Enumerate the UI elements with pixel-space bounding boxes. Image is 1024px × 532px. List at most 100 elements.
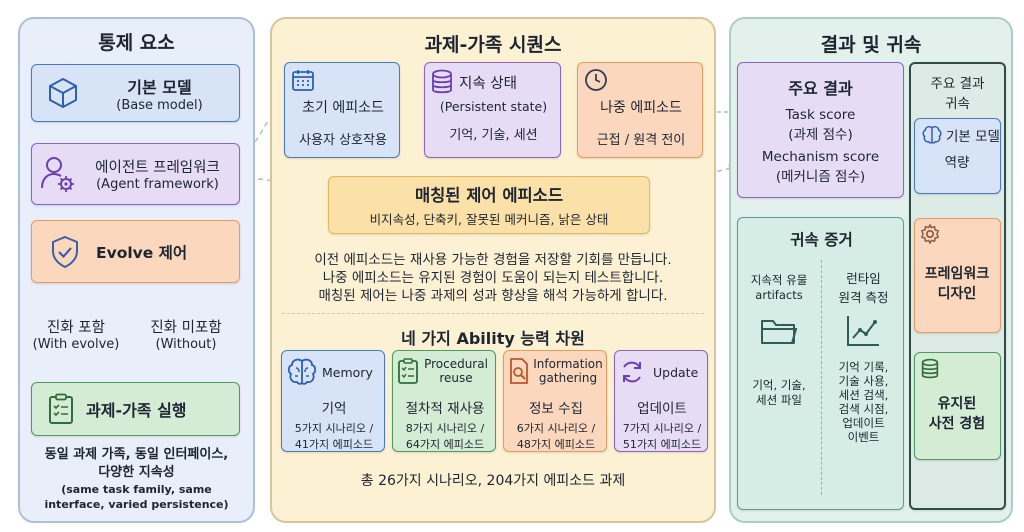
- attribution-framework-line-1: 프레임워크: [924, 266, 990, 282]
- base-model-box: 기본 모델 (Base model): [31, 64, 240, 122]
- main-results-title: 주요 결과: [788, 79, 853, 98]
- telemetry-item-6: 이벤트: [847, 430, 880, 444]
- caption-line-4: interface, varied persistence): [44, 498, 229, 511]
- ability-count-2-update: 51가지 에피소드: [622, 438, 702, 451]
- ability-ko-memory: 기억: [321, 401, 347, 417]
- abilities-title: 네 가지 Ability 능력 차원: [401, 329, 585, 348]
- clock-icon: [585, 69, 607, 91]
- ability-count-1-update: 7가지 시나리오 /: [622, 422, 702, 435]
- persistent-state-label: 지속 상태: [459, 75, 517, 92]
- cube-icon: [49, 78, 77, 108]
- total-tasks: 총 26가지 시나리오, 204가지 에피소드 과제: [360, 473, 626, 489]
- persistent-state-en: (Persistent state): [439, 99, 548, 114]
- with-evolve-sub: (With evolve): [32, 337, 120, 352]
- attribution-retained-line-2: 사전 경험: [928, 416, 986, 432]
- matched-control-box: 매칭된 제어 에피소드 비지속성, 단축키, 잘못된 메커니즘, 낡은 상태: [328, 176, 650, 234]
- brain-icon: [922, 126, 942, 144]
- ability-count-1-memory: 5가지 시나리오 /: [294, 422, 374, 435]
- results-title: 결과 및 귀속: [820, 34, 922, 56]
- later-episode-sub: 근접 / 원격 전이: [596, 133, 686, 148]
- ability-count-1-procedural: 8가지 시나리오 /: [405, 422, 485, 435]
- evolve-control-label: Evolve 제어: [96, 243, 188, 262]
- evidence-artifacts-foot-1: 기억, 기술,: [752, 378, 806, 392]
- agent-framework-label: 에이전트 프레임워크: [95, 160, 220, 176]
- description-line-1: 이전 에피소드는 재사용 가능한 경험을 저장할 기회를 만듭니다.: [314, 252, 672, 268]
- section-divider: [282, 313, 704, 314]
- mechanism-score-ko: (메커니즘 점수): [775, 169, 866, 185]
- attribution-base-line-2: 역량: [944, 155, 970, 171]
- ability-card-procedural: Procedural reuse 절차적 재사용 8가지 시나리오 / 64가지…: [392, 350, 496, 452]
- calendar-icon: [292, 70, 314, 91]
- sequence-description: 이전 에피소드는 재사용 가능한 경험을 저장할 기회를 만듭니다. 나중 에피…: [272, 251, 714, 305]
- checklist-icon: [398, 358, 418, 384]
- ability-en-information: Information gathering: [533, 357, 603, 385]
- ability-en-update: Update: [653, 364, 699, 380]
- ability-count-2-memory: 41가지 에피소드: [294, 438, 374, 451]
- caption-line-3: (same task family, same: [61, 483, 212, 496]
- description-line-3: 매칭된 제어는 나중 과제의 성과 향상을 해석 가능하게 합니다.: [318, 288, 668, 304]
- ability-en-memory: Memory: [322, 364, 373, 380]
- later-episode-box: 나중 에피소드 근접 / 원격 전이: [577, 62, 703, 158]
- ability-count-1-information: 6가지 시나리오 /: [516, 422, 596, 435]
- ability-count-2-procedural: 64가지 에피소드: [405, 438, 485, 451]
- ability-ko-update: 업데이트: [637, 401, 687, 417]
- evidence-title: 귀속 증거: [790, 231, 853, 249]
- with-evolve-label: 진화 포함: [47, 320, 105, 336]
- description-line-2: 나중 에피소드는 유지된 경험이 도움이 되는지 테스트합니다.: [322, 270, 664, 286]
- controls-title: 통제 요소: [98, 32, 175, 54]
- with-evolve-node: 진화 포함 (With evolve): [20, 316, 132, 352]
- telemetry-item-4: 검색 시점,: [838, 402, 889, 416]
- agent-framework-sub: (Agent framework): [96, 177, 219, 192]
- task-score-label: Task score: [785, 107, 856, 123]
- caption-line-1: 동일 과제 가족, 동일 인터페이스,: [44, 447, 229, 462]
- mechanism-score-label: Mechanism score: [761, 149, 880, 165]
- task-family-run-label: 과제-가족 실행: [86, 401, 187, 420]
- initial-episode-box: 초기 에피소드 사용자 상호작용: [284, 62, 400, 158]
- ability-card-memory: Memory 기억 5가지 시나리오 / 41가지 에피소드: [281, 350, 385, 452]
- evidence-telemetry-title-2: 원격 측정: [838, 290, 889, 305]
- without-evolve-node: 진화 미포함 (Without): [124, 316, 248, 352]
- persistent-state-sub: 기억, 기술, 세션: [449, 128, 538, 143]
- attribution-evidence-box: 귀속 증거 지속적 유물 artifacts 기억, 기술, 세션 파일 런타임…: [737, 217, 904, 510]
- initial-episode-label: 초기 에피소드: [302, 100, 384, 116]
- telemetry-item-3: 세션 검색,: [838, 388, 889, 402]
- caption-line-2: 다양한 지속성: [98, 465, 175, 480]
- gear-icon: [921, 224, 939, 244]
- database-icon: [432, 69, 452, 94]
- attribution-base-model: 기본 모델 역량: [914, 118, 1001, 194]
- attribution-retained: 유지된 사전 경험: [914, 352, 1001, 460]
- ability-card-update: Update 업데이트 7가지 시나리오 / 51가지 에피소드: [614, 350, 708, 452]
- attribution-base-line-1: 기본 모델: [946, 129, 1000, 145]
- without-evolve-sub: (Without): [155, 337, 217, 352]
- folder-icon: [761, 320, 798, 344]
- task-score-ko: (과제 점수): [788, 127, 853, 143]
- attribution-title-1: 주요 결과: [930, 76, 985, 92]
- attribution-framework: 프레임워크 디자인: [914, 218, 1001, 333]
- evidence-divider: [821, 260, 822, 495]
- search-doc-icon: [510, 358, 528, 384]
- later-episode-label: 나중 에피소드: [600, 100, 682, 116]
- initial-episode-sub: 사용자 상호작용: [299, 133, 387, 148]
- ability-ko-information: 정보 수집: [529, 401, 583, 417]
- attribution-framework-line-2: 디자인: [937, 286, 977, 302]
- clipboard-icon: [49, 393, 73, 424]
- brain-icon: [287, 358, 317, 385]
- main-results-box: 주요 결과 Task score (과제 점수) Mechanism score…: [737, 62, 904, 198]
- attribution-retained-line-1: 유지된: [937, 396, 977, 412]
- matched-control-label: 매칭된 제어 에피소드: [414, 186, 564, 205]
- telemetry-item-5: 업데이트: [842, 416, 885, 430]
- evidence-artifacts-title-2: artifacts: [755, 288, 803, 302]
- evolve-control-box: Evolve 제어: [31, 220, 240, 283]
- user-gear-icon: [41, 157, 74, 192]
- line-chart-icon: [847, 316, 879, 346]
- base-model-sub: (Base model): [116, 97, 203, 113]
- matched-control-sub: 비지속성, 단축키, 잘못된 메커니즘, 낡은 상태: [369, 212, 609, 227]
- persistent-state-box: 지속 상태 (Persistent state) 기억, 기술, 세션: [424, 62, 561, 158]
- shield-check-icon: [52, 235, 78, 268]
- ability-en-procedural: Procedural reuse: [424, 357, 488, 385]
- controls-caption: 동일 과제 가족, 동일 인터페이스, 다양한 지속성 (same task f…: [18, 446, 255, 512]
- ability-count-2-information: 48가지 에피소드: [516, 438, 596, 451]
- base-model-label: 기본 모델: [127, 77, 192, 97]
- attribution-title-2: 귀속: [945, 96, 970, 112]
- evidence-artifacts-title-1: 지속적 유물: [750, 273, 808, 287]
